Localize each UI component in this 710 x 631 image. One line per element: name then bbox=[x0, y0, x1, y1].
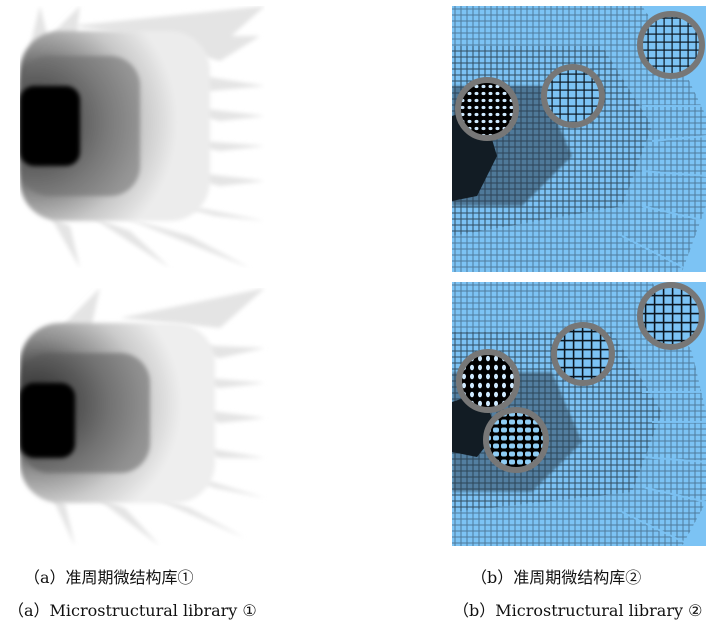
caption-b-chinese: （b）准周期微结构库② bbox=[471, 568, 642, 587]
caption-a-english: （a）Microstructural library ① bbox=[8, 601, 257, 620]
panel-a-bottom-grayscale-result bbox=[20, 288, 270, 546]
magnifier-ring bbox=[455, 77, 519, 141]
caption-a-chinese: （a）准周期微结构库① bbox=[24, 568, 194, 587]
caption-b-english: （b）Microstructural library ② bbox=[453, 601, 703, 620]
panel-b-top-lattice-result bbox=[452, 6, 706, 272]
panel-b-bottom-lattice-result bbox=[452, 282, 706, 546]
panel-a-top-grayscale-result bbox=[20, 6, 265, 268]
